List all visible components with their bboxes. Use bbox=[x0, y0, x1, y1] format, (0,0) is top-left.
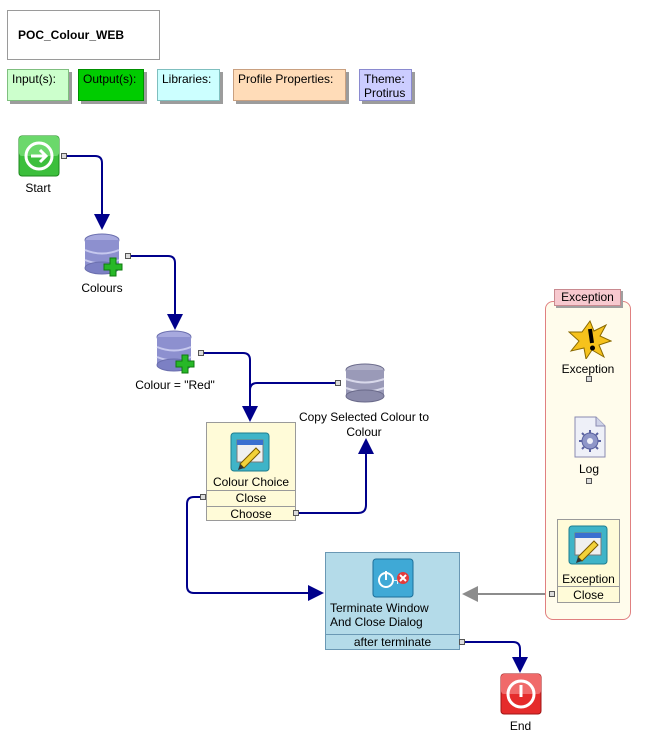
terminate-icon: + bbox=[372, 558, 414, 601]
log-label: Log bbox=[578, 462, 600, 476]
colour-choice-close-row[interactable]: Close bbox=[207, 490, 295, 506]
terminate-label: Terminate Window And Close Dialog bbox=[330, 601, 429, 629]
copy-colour-port[interactable] bbox=[335, 380, 341, 386]
log-port[interactable] bbox=[586, 478, 592, 484]
connector-colour-red-to-colour-choice bbox=[203, 352, 258, 422]
theme-tag[interactable]: Theme: Protirus bbox=[359, 69, 412, 101]
end-label: End bbox=[509, 719, 532, 733]
libraries-tag[interactable]: Libraries: bbox=[157, 69, 220, 101]
colour-choice-choose-port[interactable] bbox=[293, 510, 299, 516]
exception-dialog-close-port[interactable] bbox=[549, 591, 555, 597]
colours-node[interactable] bbox=[82, 232, 126, 278]
colour-choice-close-port[interactable] bbox=[200, 494, 206, 500]
start-label: Start bbox=[25, 181, 51, 195]
colours-label: Colours bbox=[81, 281, 123, 295]
colour-choice-node[interactable]: Colour Choice Close Choose bbox=[206, 422, 296, 521]
stop-icon bbox=[500, 673, 542, 715]
terminate-node[interactable]: + Terminate Window And Close Dialog afte… bbox=[325, 552, 460, 650]
end-node[interactable] bbox=[500, 673, 542, 715]
database-add-icon bbox=[84, 233, 123, 277]
colour-choice-choose-row[interactable]: Choose bbox=[207, 506, 295, 522]
colours-port[interactable] bbox=[125, 253, 131, 259]
dialog-edit-icon bbox=[568, 525, 608, 568]
log-gear-icon bbox=[574, 416, 606, 458]
start-port[interactable] bbox=[61, 153, 67, 159]
start-icon bbox=[18, 135, 60, 177]
database-add-icon bbox=[156, 330, 195, 374]
connector-copy-to-colour-choice bbox=[249, 382, 337, 400]
after-terminate-row[interactable]: after terminate bbox=[326, 634, 459, 650]
after-terminate-port[interactable] bbox=[459, 639, 465, 645]
inputs-tag[interactable]: Input(s): bbox=[7, 69, 69, 101]
connector-choose-to-copy bbox=[298, 438, 374, 514]
colour-choice-label: Colour Choice bbox=[212, 475, 290, 489]
exception-dialog-node[interactable]: Exception Close bbox=[557, 519, 620, 603]
diagram-title: POC_Colour_WEB bbox=[7, 10, 160, 60]
log-node[interactable] bbox=[572, 416, 608, 458]
copy-colour-node[interactable] bbox=[343, 362, 387, 406]
exception-dialog-label: Exception bbox=[562, 572, 615, 586]
connector-close-to-terminate bbox=[186, 496, 324, 601]
start-node[interactable] bbox=[18, 135, 60, 177]
exception-trigger-label: Exception bbox=[561, 362, 615, 376]
colour-red-port[interactable] bbox=[198, 350, 204, 356]
outputs-tag[interactable]: Output(s): bbox=[78, 69, 144, 101]
copy-colour-label: Copy Selected Colour to Colour bbox=[298, 410, 430, 439]
exception-frame-label[interactable]: Exception bbox=[554, 289, 621, 306]
exception-trigger-port[interactable] bbox=[586, 376, 592, 382]
connector-terminate-to-end bbox=[462, 641, 528, 673]
database-icon bbox=[345, 363, 385, 403]
profile-properties-tag[interactable]: Profile Properties: bbox=[233, 69, 346, 101]
colour-red-node[interactable] bbox=[154, 329, 198, 375]
exception-burst-icon bbox=[567, 319, 613, 361]
connector-start-to-colours bbox=[67, 155, 110, 230]
exception-trigger-node[interactable] bbox=[567, 319, 613, 361]
colour-red-label: Colour = "Red" bbox=[135, 378, 215, 392]
dialog-edit-icon bbox=[230, 432, 270, 475]
exception-dialog-close-row[interactable]: Close bbox=[558, 586, 619, 603]
connector-colours-to-colour-red bbox=[130, 255, 183, 330]
